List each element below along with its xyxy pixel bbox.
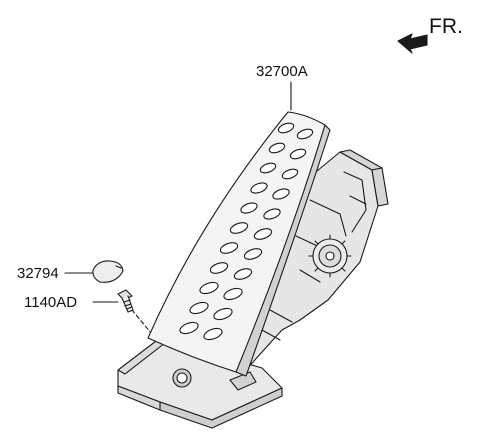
cap-part: [92, 260, 124, 283]
bolt-part: [117, 289, 134, 313]
part-label-1140AD: 1140AD: [24, 294, 78, 311]
gear-icon: [308, 234, 352, 278]
front-direction-arrow-icon: [397, 33, 428, 54]
pedal-housing: [235, 149, 389, 373]
pad-grip-pattern: [179, 122, 314, 341]
front-direction-label: FR.: [429, 15, 463, 38]
part-label-32794: 32794: [17, 265, 59, 282]
part-label-32700A: 32700A: [256, 63, 308, 80]
